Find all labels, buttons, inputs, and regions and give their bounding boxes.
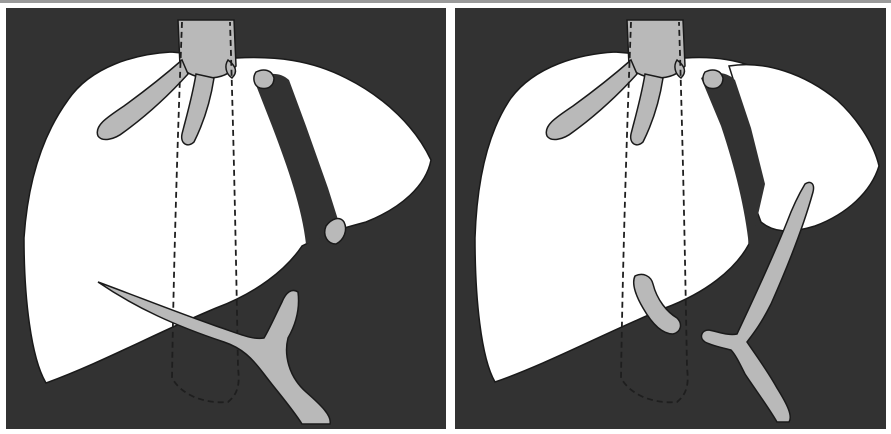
vessel-stump-upper	[254, 70, 274, 89]
vessel-stump-upper	[703, 70, 723, 89]
right-panel	[455, 8, 886, 429]
left-panel-diagram	[6, 8, 446, 429]
right-panel-diagram	[455, 8, 886, 429]
panel-divider	[446, 3, 455, 434]
left-panel	[6, 8, 446, 429]
